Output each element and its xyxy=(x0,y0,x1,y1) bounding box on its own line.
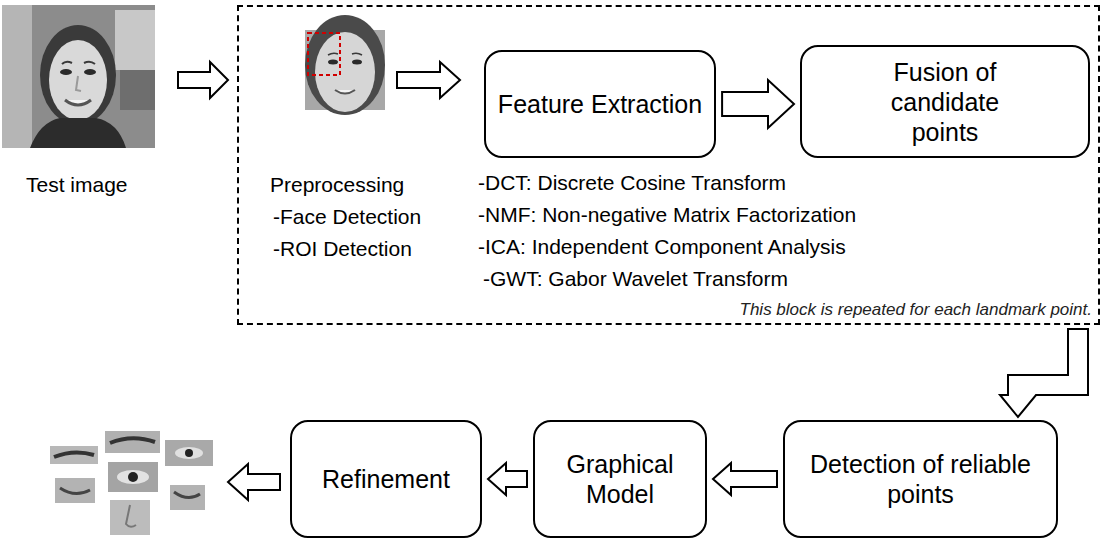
process-box: Feature Extraction xyxy=(484,50,716,158)
process-box: Refinement xyxy=(290,420,482,538)
block-arrow xyxy=(722,80,794,128)
box-label: Graphical Model xyxy=(535,449,705,509)
step-item: -Face Detection xyxy=(273,204,421,230)
test-photo xyxy=(2,5,155,148)
process-box: Fusion of candidate points xyxy=(800,45,1090,158)
step-item: -ROI Detection xyxy=(273,236,412,262)
block-arrow xyxy=(1000,329,1088,417)
box-label: Feature Extraction xyxy=(498,89,702,119)
method-item: -ICA: Independent Component Analysis xyxy=(478,234,846,260)
box-label: Detection of reliable points xyxy=(806,449,1036,509)
process-box: Detection of reliable points xyxy=(783,420,1058,538)
image-caption: Test image xyxy=(26,172,128,198)
step-heading: Preprocessing xyxy=(270,172,404,198)
process-box: Graphical Model xyxy=(533,420,707,538)
face-crop xyxy=(305,15,385,115)
box-label: Refinement xyxy=(322,464,450,494)
landmark-crops xyxy=(50,431,213,535)
block-arrow xyxy=(488,463,527,495)
block-arrow xyxy=(228,464,280,500)
block-arrow xyxy=(713,463,777,495)
block-note: This block is repeated for each landmark… xyxy=(740,300,1092,320)
method-item: -DCT: Discrete Cosine Transform xyxy=(478,170,786,196)
method-item: -NMF: Non-negative Matrix Factorization xyxy=(478,202,856,228)
box-label: Fusion of candidate points xyxy=(860,57,1030,147)
block-arrow xyxy=(178,62,228,98)
block-arrow xyxy=(397,62,460,98)
method-item: -GWT: Gabor Wavelet Transform xyxy=(483,266,788,292)
